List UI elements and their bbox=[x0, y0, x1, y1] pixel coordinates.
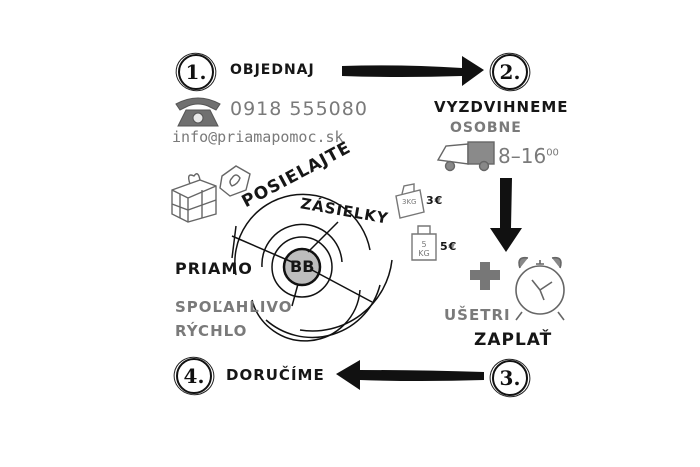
step-3-sublabel: UŠETRI bbox=[444, 306, 511, 324]
arrow-right-icon bbox=[342, 56, 484, 86]
weight-3-value: 3 bbox=[402, 198, 407, 206]
step-4-label: DORUČÍME bbox=[226, 366, 325, 384]
target-icon bbox=[231, 193, 393, 342]
weight-5-unit: KG bbox=[418, 249, 430, 258]
alarm-clock-icon bbox=[515, 256, 565, 321]
step-2-number: 2. bbox=[499, 60, 521, 84]
weight-3-label: 3KG bbox=[402, 198, 416, 206]
step-4-number: 4. bbox=[183, 364, 205, 388]
step-2-sublabel: OSOBNE bbox=[450, 120, 522, 136]
target-label: BB bbox=[290, 257, 315, 276]
step-1-badge: 1. bbox=[178, 54, 214, 90]
contact-phone: 0918 555080 bbox=[230, 98, 368, 120]
quality-reliable: SPOĽAHLIVO bbox=[175, 298, 293, 316]
step-2-badge: 2. bbox=[492, 54, 528, 90]
hours-minutes: 00 bbox=[546, 147, 559, 159]
price-5: 5€ bbox=[440, 240, 458, 253]
step-3-label: ZAPLAŤ bbox=[474, 330, 553, 350]
weight-3-unit: KG bbox=[406, 198, 417, 206]
phone-icon bbox=[175, 97, 221, 127]
quality-fast: RÝCHLO bbox=[175, 322, 248, 340]
arrow-down-icon bbox=[490, 178, 522, 252]
priamo-label: PRIAMO bbox=[175, 259, 253, 278]
hours-range: 8–16 bbox=[498, 144, 547, 168]
step-1-number: 1. bbox=[185, 60, 207, 84]
step-3-badge: 3. bbox=[492, 360, 528, 396]
weight-icon bbox=[395, 183, 437, 261]
gift-boxes-icon bbox=[171, 165, 251, 223]
arrow-left-icon bbox=[336, 360, 484, 390]
van-icon bbox=[436, 141, 495, 172]
step-2-label: VYZDVIHNEME bbox=[434, 98, 569, 116]
weight-5-value: 5 bbox=[421, 240, 427, 249]
price-3: 3€ bbox=[426, 194, 444, 207]
step-4-badge: 4. bbox=[176, 358, 212, 394]
step-1-label: OBJEDNAJ bbox=[230, 62, 315, 78]
contact-email: info@priamapomoc.sk bbox=[172, 128, 344, 146]
step-3-number: 3. bbox=[499, 366, 521, 390]
plus-cross-icon bbox=[470, 262, 500, 290]
step-2-hours: 8–1600 bbox=[498, 144, 559, 168]
